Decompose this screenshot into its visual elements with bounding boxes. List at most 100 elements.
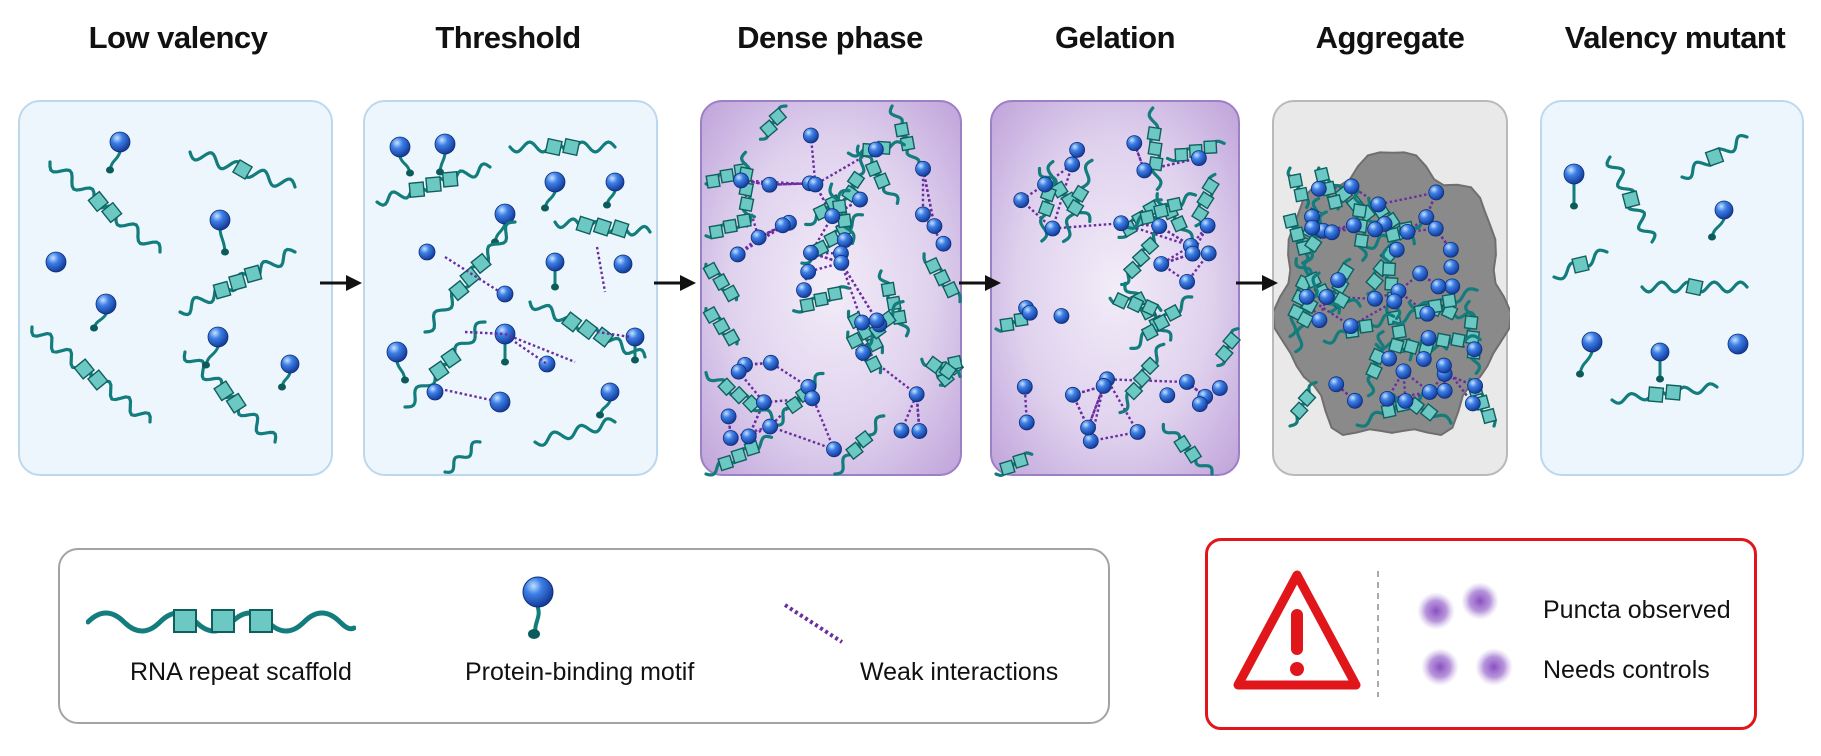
protein-motif-icon (908, 386, 925, 403)
protein-motif-icon (915, 206, 931, 223)
rna-scaffold-icon (922, 252, 962, 304)
protein-motif-icon (1126, 135, 1143, 152)
rna-scaffold-icon (528, 300, 647, 359)
protein-motif-icon (1053, 308, 1070, 324)
warning-triangle-icon (1233, 570, 1361, 690)
weak-interaction-icon (783, 603, 844, 644)
protein-motif-icon (763, 354, 779, 371)
rna-scaffold-icon (30, 325, 152, 424)
protein-motif-icon (911, 423, 928, 439)
panel-valency-mutant (1540, 100, 1804, 476)
protein-motif-icon (730, 363, 747, 380)
warning-line-puncta: Puncta observed (1543, 596, 1731, 624)
protein-motif-icon (1298, 289, 1315, 305)
rna-scaffold-icon (702, 305, 741, 347)
panel-gelation (990, 100, 1241, 477)
weak-interaction-icon (504, 332, 576, 364)
protein-motif-icon (1418, 209, 1435, 226)
protein-motif-icon (1324, 224, 1340, 241)
protein-motif-icon (1018, 414, 1035, 431)
panel-dense-phase (700, 100, 964, 477)
protein-motif-icon (893, 422, 910, 439)
warning-line-controls: Needs controls (1543, 656, 1710, 684)
protein-motif-icon (426, 383, 444, 401)
divider (1377, 571, 1379, 697)
protein-motif-icon (1151, 218, 1168, 235)
weak-interaction-icon (1350, 300, 1395, 328)
protein-motif-icon (1159, 387, 1176, 404)
rna-scaffold-icon (704, 371, 774, 420)
rna-scaffold-icon (1640, 277, 1749, 297)
protein-motif-icon (804, 390, 821, 407)
protein-motif-icon (802, 127, 819, 144)
weak-interaction-icon (514, 341, 548, 365)
stage-title-valency-mutant: Valency mutant (1564, 20, 1786, 55)
weak-interaction-icon (748, 425, 771, 438)
rna-scaffold-icon (86, 609, 356, 634)
protein-motif-icon (824, 208, 841, 225)
valency-mutant-illustration (1552, 134, 1749, 405)
weak-interaction-icon (1419, 272, 1440, 288)
protein-motif-icon (202, 326, 229, 369)
protein-motif-icon (1415, 351, 1432, 367)
protein-motif-icon (836, 232, 853, 249)
rna-scaffold-icon (1680, 134, 1749, 180)
protein-motif-icon (1464, 395, 1481, 412)
protein-motif-icon (1318, 289, 1335, 305)
protein-motif-icon (538, 355, 556, 373)
rna-scaffold-icon (1061, 158, 1094, 244)
rna-scaffold-icon (1286, 166, 1311, 209)
weak-interaction-icon (727, 416, 732, 439)
rna-scaffold-icon (704, 212, 756, 240)
protein-motif-icon (750, 229, 767, 246)
protein-motif-icon (1129, 424, 1146, 440)
protein-motif-icon (1347, 392, 1363, 409)
protein-motif-icon (855, 345, 872, 361)
protein-motif-icon (1021, 304, 1038, 321)
protein-motif-icon (603, 172, 625, 209)
protein-motif-icon (720, 408, 737, 425)
threshold-illustration (375, 133, 652, 474)
protein-motif-icon (852, 191, 868, 208)
protein-motif-icon (807, 176, 824, 193)
protein-motif-icon (1013, 192, 1030, 209)
protein-motif-icon (1708, 200, 1734, 241)
protein-motif-icon (1370, 196, 1387, 213)
protein-motif-icon (729, 246, 746, 263)
weak-interaction-icon (769, 386, 810, 428)
warning-panel: Puncta observed Needs controls (1205, 538, 1757, 730)
rna-scaffold-icon (1161, 422, 1214, 476)
rna-scaffold-icon (792, 285, 850, 314)
protein-motif-icon (1330, 272, 1347, 289)
protein-motif-icon (1082, 433, 1099, 449)
stage-title-dense-phase: Dense phase (737, 20, 923, 55)
protein-motif-icon (386, 341, 409, 384)
protein-motif-icon (1179, 374, 1195, 390)
protein-motif-icon (867, 141, 884, 158)
protein-motif-icon (1345, 217, 1362, 234)
rna-scaffold-icon (1214, 327, 1241, 368)
protein-motif-icon (1428, 184, 1445, 201)
protein-motif-icon (1727, 333, 1749, 355)
legend-motif-label: Protein-binding motif (465, 658, 695, 686)
arrow-right-icon (959, 275, 1001, 291)
protein-motif-icon (1199, 217, 1216, 234)
protein-motif-icon (1386, 293, 1403, 310)
protein-motif-icon (1342, 318, 1359, 335)
rna-scaffold-icon (182, 350, 278, 444)
weak-interaction-icon (763, 397, 813, 404)
protein-motif-icon (1367, 221, 1384, 238)
protein-motif-icon (1311, 312, 1328, 329)
protein-motif-icon (489, 391, 511, 413)
rna-scaffold-icon (533, 417, 617, 447)
protein-motif-icon (733, 172, 749, 189)
weak-interaction-icon (1406, 216, 1427, 233)
protein-motif-icon (434, 133, 456, 176)
rna-scaffold-icon (1108, 291, 1163, 317)
weak-interaction-icon (1107, 378, 1187, 384)
protein-motif-icon (45, 251, 67, 273)
weak-interaction-icon (809, 135, 817, 185)
panel-low-valency (18, 100, 333, 476)
rna-scaffold-icon (920, 355, 962, 381)
protein-motif-icon (209, 209, 231, 256)
